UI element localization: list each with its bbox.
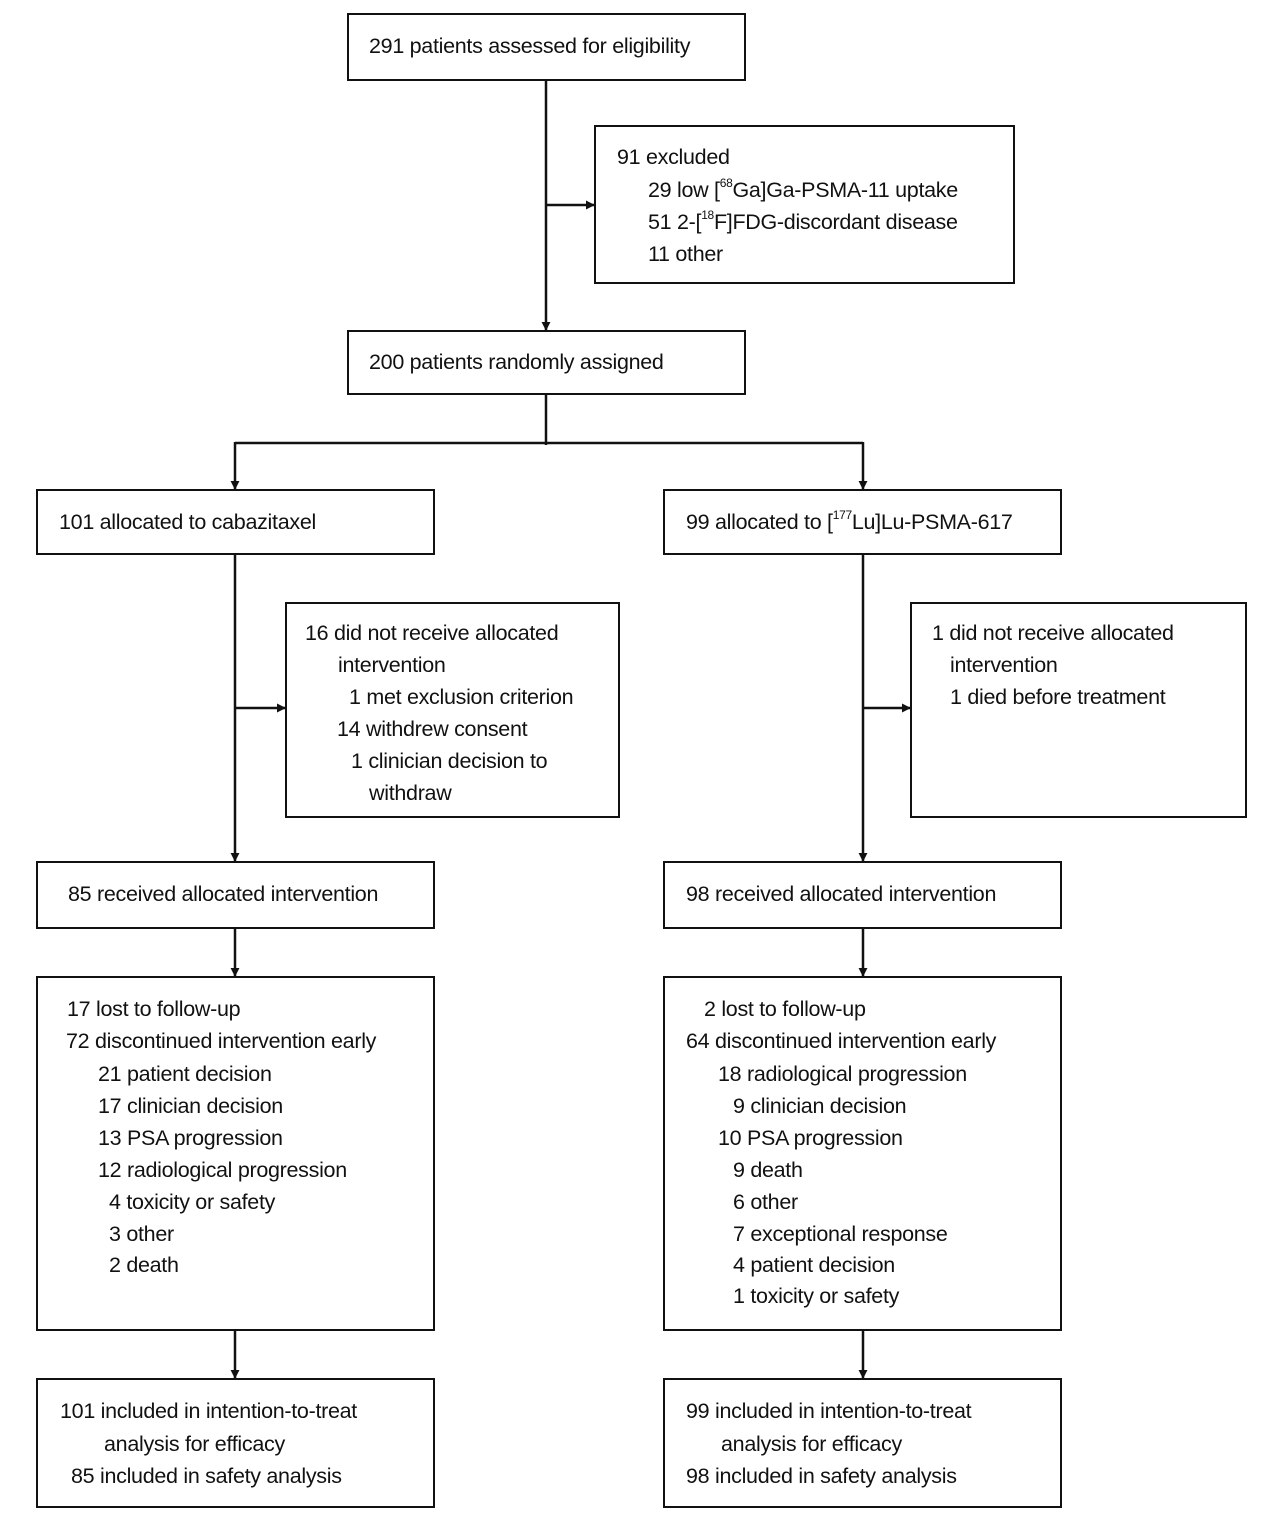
lu-analysis-itt: 99 included in intention-to-treat [686,1399,972,1423]
cab-reason: 17 clinician decision [98,1094,283,1118]
lu-reason: 6 other [733,1190,798,1214]
lu-discontinued: 64 discontinued intervention early [686,1029,997,1053]
lutetium-allocated-label: 99 allocated to [177Lu]Lu-PSMA-617 [686,507,1013,534]
lutetium-followup-box: 2 lost to follow-up 64 discontinued inte… [663,976,1062,1331]
cab-reason: 4 toxicity or safety [109,1190,276,1214]
lu-reason: 4 patient decision [733,1253,895,1277]
assessed-label: 291 patients assessed for eligibility [369,34,691,58]
excluded-other: 11 other [648,242,723,266]
cab-lost-to-followup: 17 lost to follow-up [67,997,241,1021]
cabazitaxel-received-box: 85 received allocated intervention [36,861,435,929]
cabazitaxel-followup-box: 17 lost to follow-up 72 discontinued int… [36,976,435,1331]
excluded-fdg-discordant: 51 2-[18F]FDG-discordant disease [648,207,958,234]
cab-not-received-item: withdraw [369,781,452,805]
cab-discontinued: 72 discontinued intervention early [66,1029,377,1053]
lu-not-received-title-1: 1 did not receive allocated [932,621,1174,645]
cab-reason: 13 PSA progression [98,1126,283,1150]
cab-reason: 12 radiological progression [98,1158,347,1182]
lutetium-allocated-box: 99 allocated to [177Lu]Lu-PSMA-617 [663,489,1062,555]
cab-analysis-efficacy: analysis for efficacy [104,1432,285,1456]
lu-analysis-safety: 98 included in safety analysis [686,1464,957,1488]
cabazitaxel-not-received-box: 16 did not receive allocated interventio… [285,602,620,818]
lu-reason: 10 PSA progression [718,1126,903,1150]
cabazitaxel-allocated-label: 101 allocated to cabazitaxel [59,510,316,534]
excluded-title: 91 excluded [617,145,730,169]
cabazitaxel-received-label: 85 received allocated intervention [68,882,379,906]
lutetium-received-box: 98 received allocated intervention [663,861,1062,929]
lutetium-analysis-box: 99 included in intention-to-treat analys… [663,1378,1062,1508]
lu-reason: 1 toxicity or safety [733,1284,900,1308]
randomised-label: 200 patients randomly assigned [369,350,664,374]
cab-not-received-item: 1 clinician decision to [351,749,548,773]
cab-not-received-title-2: intervention [338,653,446,677]
lu-analysis-efficacy: analysis for efficacy [721,1432,902,1456]
cab-analysis-safety: 85 included in safety analysis [71,1464,342,1488]
lutetium-not-received-box: 1 did not receive allocated intervention… [910,602,1247,818]
cab-analysis-itt: 101 included in intention-to-treat [60,1399,357,1423]
cab-reason: 21 patient decision [98,1062,272,1086]
lu-not-received-title-2: intervention [950,653,1058,677]
excluded-low-uptake: 29 low [68Ga]Ga-PSMA-11 uptake [648,175,958,202]
cab-reason: 3 other [109,1222,174,1246]
excluded-box: 91 excluded 29 low [68Ga]Ga-PSMA-11 upta… [594,125,1015,284]
cabazitaxel-analysis-box: 101 included in intention-to-treat analy… [36,1378,435,1508]
lu-reason: 9 death [733,1158,803,1182]
cab-reason: 2 death [109,1253,179,1277]
assessed-box: 291 patients assessed for eligibility [347,13,746,81]
cabazitaxel-allocated-box: 101 allocated to cabazitaxel [36,489,435,555]
lu-reason: 9 clinician decision [733,1094,907,1118]
cab-not-received-item: 1 met exclusion criterion [349,685,574,709]
lutetium-received-label: 98 received allocated intervention [686,882,997,906]
cab-not-received-title-1: 16 did not receive allocated [305,621,559,645]
lu-reason: 7 exceptional response [733,1222,948,1246]
lu-not-received-item: 1 died before treatment [950,685,1166,709]
randomised-box: 200 patients randomly assigned [347,330,746,395]
lu-reason: 18 radiological progression [718,1062,967,1086]
cab-not-received-item: 14 withdrew consent [337,717,528,741]
lu-lost-to-followup: 2 lost to follow-up [704,997,866,1021]
